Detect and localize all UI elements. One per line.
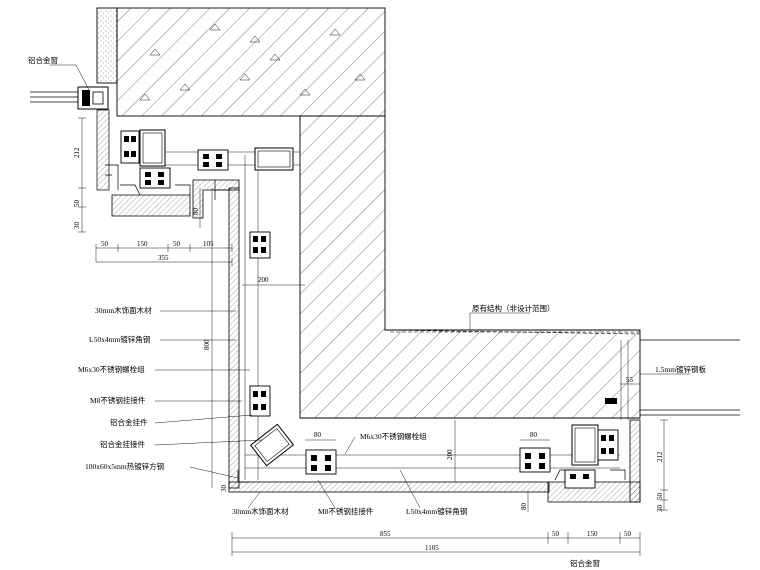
dim-h105: 105 — [203, 240, 214, 248]
label-bolt-group: M6x30不锈钢螺栓组 — [78, 364, 145, 374]
dim-212-left: 212 — [73, 147, 81, 158]
label-wood-veneer: 30mm木饰面木材 — [95, 305, 152, 315]
l-shaped-structure — [299, 115, 641, 419]
dim-h55: 55 — [626, 376, 634, 384]
steel-tube-top — [139, 129, 294, 171]
bracket — [249, 385, 271, 417]
label-m8-connector: M8不锈钢挂接件 — [90, 395, 146, 405]
dim-h50-b: 50 — [173, 240, 181, 248]
top-concrete-slab — [116, 7, 386, 117]
leader-lines — [50, 64, 690, 509]
label-bottom-m8: M8不锈钢挂接件 — [318, 506, 374, 516]
label-alu-connector: 铝合金挂件 — [110, 417, 148, 427]
dim-h50-d: 50 — [624, 530, 632, 538]
connector-brackets — [120, 130, 619, 489]
dim-h150-a: 150 — [137, 240, 148, 248]
dim-r-v50: 50 — [656, 493, 664, 501]
label-bottom-wood: 30mm木饰面木材 — [232, 506, 289, 516]
label-steel-plate: 1.5mm镀锌钢板 — [655, 364, 707, 374]
bracket — [120, 130, 140, 164]
angle-brackets — [105, 164, 626, 483]
dim-h150-b: 150 — [587, 530, 598, 538]
dim-h80-a: 80 — [314, 431, 322, 439]
label-alu-clip: 铝合金挂接件 — [100, 439, 145, 449]
dim-v800: 800 — [203, 339, 211, 350]
dim-h50-a: 50 — [101, 240, 109, 248]
left-wall — [96, 7, 118, 84]
label-bolt-group-bottom: M6x30不锈钢螺栓组 — [360, 431, 427, 441]
label-steel-tube: 100x60x5mm热镀锌方钢 — [85, 461, 164, 471]
steel-tube-diagonal — [249, 423, 295, 467]
bracket — [197, 149, 229, 171]
bracket — [139, 167, 171, 189]
dim-r-v30: 30 — [656, 505, 664, 513]
dim-h1105: 1105 — [425, 544, 439, 552]
bracket — [249, 231, 271, 259]
aluminum-window-frame — [30, 86, 110, 191]
dim-h80-b: 80 — [530, 431, 538, 439]
wood-veneer-cladding — [111, 179, 641, 503]
label-main-structure: 原有结构（非设计范围） — [472, 303, 555, 313]
bracket — [305, 449, 337, 475]
bracket — [564, 469, 596, 489]
label-steel-angle: L50x4mm镀锌角钢 — [89, 334, 150, 344]
bracket — [519, 447, 551, 473]
dim-h355: 355 — [158, 254, 169, 262]
dim-v80-top: 80 — [192, 208, 200, 216]
label-aluminum-frame: 铝合金窗 — [28, 55, 58, 65]
steel-tube-right — [571, 424, 599, 466]
dim-h50-c: 50 — [552, 530, 560, 538]
label-footnote: 铝合金窗 — [570, 558, 600, 568]
bracket — [597, 429, 619, 461]
dim-h855: 855 — [380, 530, 391, 538]
label-bottom-l50: L50x4mm镀锌角钢 — [406, 506, 467, 516]
dim-50-left: 50 — [73, 200, 81, 208]
dim-v30-bottom: 30 — [220, 485, 228, 493]
right-edge-detail — [605, 339, 740, 420]
dimension-lines — [78, 117, 668, 556]
dim-r-v80: 80 — [520, 503, 528, 511]
dim-30-left: 30 — [73, 222, 81, 230]
dim-v200-top: 200 — [258, 276, 269, 284]
dim-v200-mid: 200 — [446, 449, 454, 460]
dim-r-v212: 212 — [656, 451, 664, 462]
